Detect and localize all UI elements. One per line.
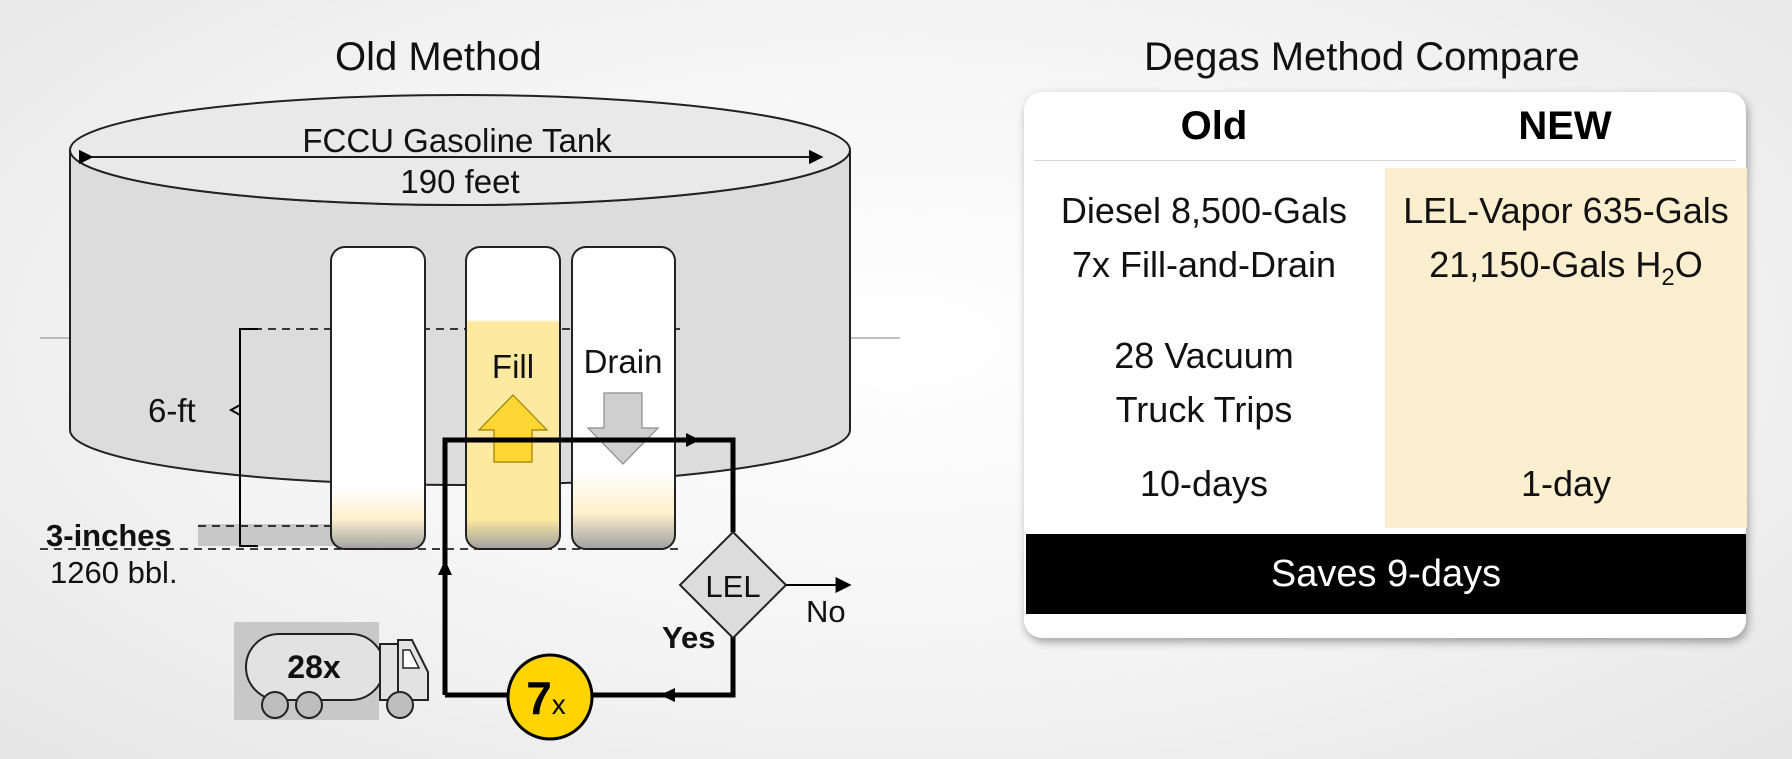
- new-materials: LEL-Vapor 635-Gals 21,150-Gals H2O: [1385, 184, 1747, 305]
- old-method-title: Old Method: [335, 35, 542, 79]
- cycle-count-circle: [506, 653, 594, 741]
- old-fill-drain-count: 7x Fill-and-Drain: [1071, 244, 1337, 285]
- heel-volume: 1260 bbl.: [50, 555, 178, 590]
- level-label: 6-ft: [148, 392, 196, 429]
- new-duration: 1-day: [1520, 463, 1612, 504]
- savings-banner: Saves 9-days: [1026, 534, 1746, 614]
- header-divider: [1034, 160, 1736, 161]
- bracket-tip: [228, 404, 241, 416]
- old-truck-trips-line1: 28 Vacuum: [1114, 335, 1294, 376]
- old-duration: 10-days: [1139, 463, 1269, 504]
- flow-arrow-bottom: [660, 688, 675, 702]
- drain-down-arrow-icon: [586, 392, 660, 465]
- old-materials: Diesel 8,500-Gals 7x Fill-and-Drain: [1024, 184, 1384, 292]
- heel-label: 3-inches: [46, 518, 172, 553]
- flow-arrow-left: [438, 560, 452, 575]
- new-water-volume: 21,150-Gals H2O: [1429, 244, 1703, 292]
- old-truck-trips-line2: Truck Trips: [1115, 389, 1293, 430]
- column-header-old: Old: [1180, 104, 1248, 148]
- old-truck-trips: 28 Vacuum Truck Trips: [1024, 329, 1384, 437]
- vacuum-truck-icon: [234, 622, 429, 720]
- new-vapor-volume: LEL-Vapor 635-Gals: [1403, 190, 1729, 231]
- compare-title: Degas Method Compare: [1144, 35, 1580, 79]
- fill-up-arrow-icon: [477, 394, 549, 463]
- column-header-new: NEW: [1518, 104, 1612, 148]
- new-column-highlight: [1385, 168, 1747, 528]
- flow-arrow-top: [686, 433, 700, 447]
- tank-label: FCCU Gasoline Tank: [302, 122, 612, 159]
- fill-label: Fill: [492, 348, 534, 385]
- no-label: No: [806, 594, 846, 629]
- old-diesel-volume: Diesel 8,500-Gals: [1060, 190, 1348, 231]
- tank-diameter: 190 feet: [400, 163, 519, 200]
- lel-label: LEL: [705, 569, 760, 604]
- lel-decision: [678, 530, 788, 640]
- column-initial: [330, 246, 426, 550]
- compare-card: Old NEW Diesel 8,500-Gals 7x Fill-and-Dr…: [1024, 92, 1747, 638]
- cycle-count: 7x: [526, 672, 566, 724]
- level-bracket: [239, 328, 258, 547]
- drain-label: Drain: [584, 343, 663, 380]
- truck-trips-label: 28x: [287, 649, 341, 685]
- yes-label: Yes: [662, 620, 715, 655]
